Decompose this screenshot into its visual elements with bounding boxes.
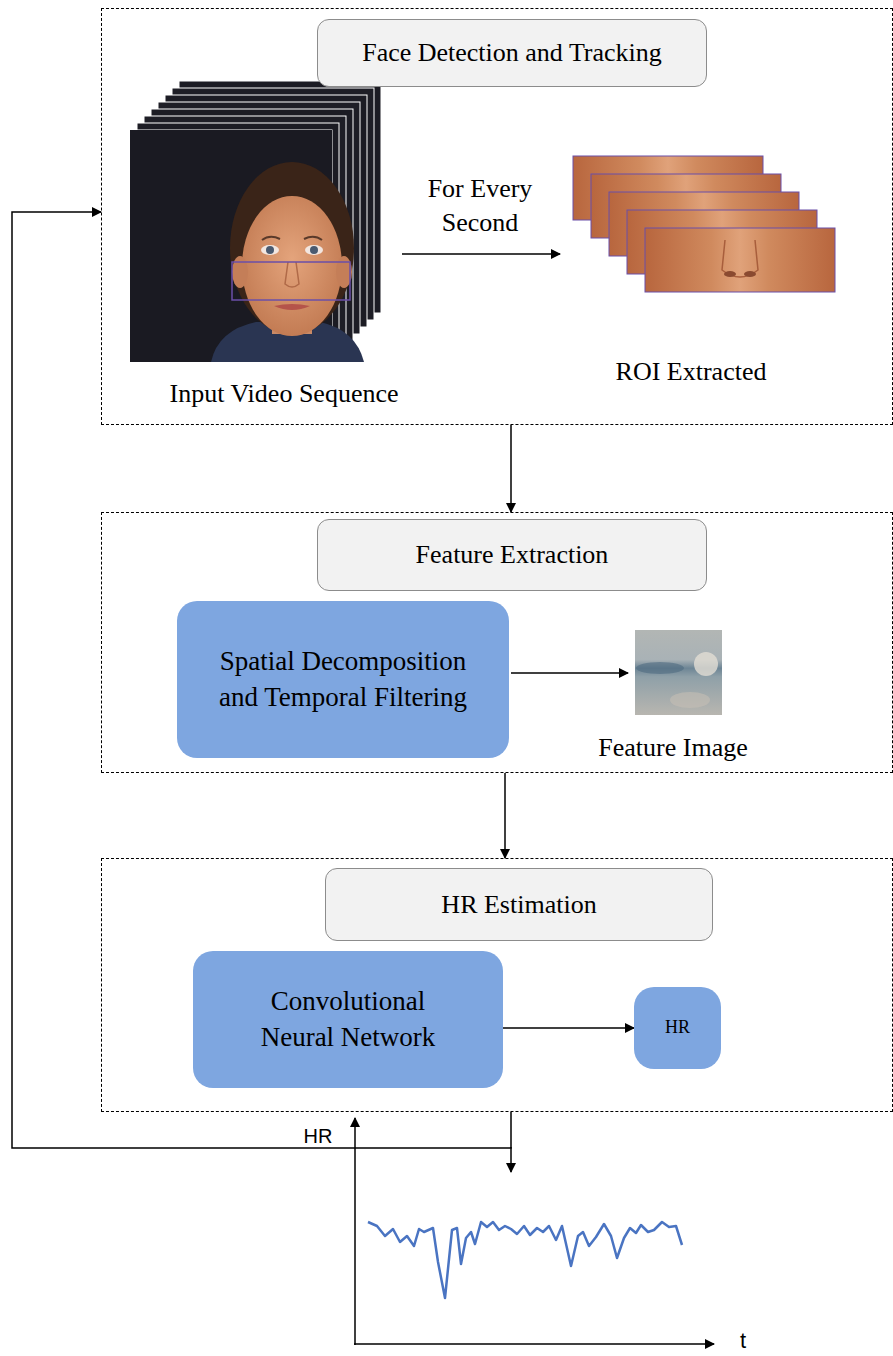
flow-connector — [510, 425, 512, 512]
box-text: HR Estimation — [441, 888, 596, 922]
axis-label: HR — [296, 1124, 340, 1148]
stage-region: HR EstimationConvolutional Neural Networ… — [101, 858, 893, 1112]
arrow-label: For Every Second — [400, 172, 560, 240]
process-box: Spatial Decomposition and Temporal Filte… — [177, 601, 509, 758]
box-text: Convolutional Neural Network — [241, 984, 456, 1054]
box-text: Face Detection and Tracking — [362, 36, 662, 70]
box-text: Spatial Decomposition and Temporal Filte… — [198, 644, 488, 714]
box-text: HR — [665, 1016, 690, 1039]
flow-connector — [504, 773, 506, 858]
stage-heading: Face Detection and Tracking — [317, 19, 707, 87]
stage-region: Feature Image Feature ExtractionSpatial D… — [101, 512, 893, 773]
flow-connector — [12, 212, 511, 1148]
hr-chart — [354, 1118, 714, 1345]
box-text: Feature Extraction — [416, 538, 609, 572]
feature-image — [635, 630, 722, 715]
roi-stack — [573, 156, 835, 292]
stage-heading: Feature Extraction — [317, 519, 707, 591]
flow-arrow — [402, 253, 560, 255]
flow-arrow — [510, 1147, 512, 1172]
flow-arrow — [511, 672, 628, 674]
caption-text: ROI Extracted — [581, 355, 801, 389]
output-box: HR — [634, 987, 721, 1069]
caption-text: Input Video Sequence — [131, 377, 437, 411]
video-stack — [130, 81, 381, 362]
stage-heading: HR Estimation — [325, 868, 713, 941]
axis-label: t — [728, 1328, 758, 1354]
caption-text: Feature Image — [578, 731, 768, 765]
process-box: Convolutional Neural Network — [193, 951, 503, 1088]
flow-connector — [503, 1027, 634, 1029]
